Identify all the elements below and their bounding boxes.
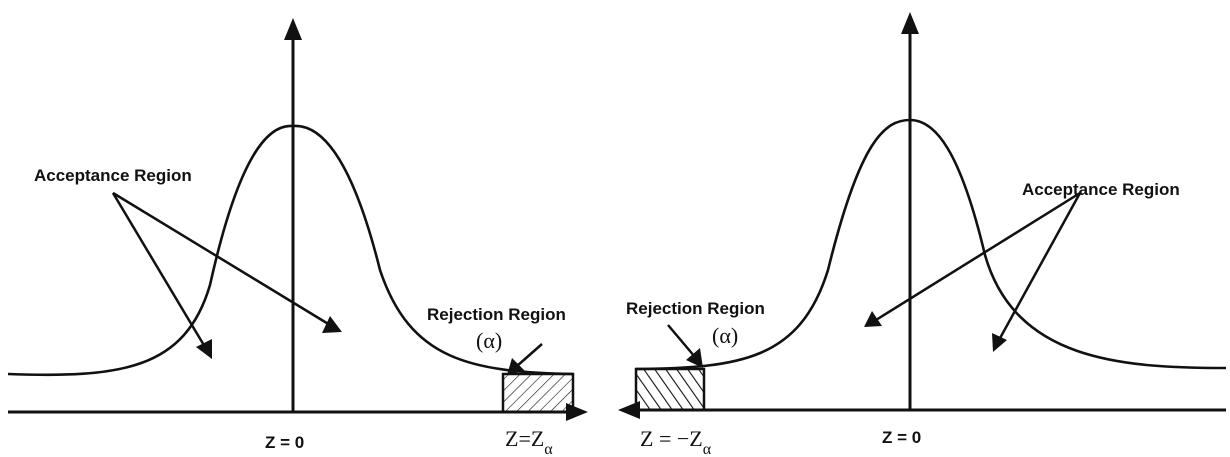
left-panel: Acceptance Region Rejection Region (α) Z… [7, 18, 588, 457]
left-alpha-label: (α) [476, 328, 502, 353]
right-critical-sub: α [703, 441, 712, 457]
right-acceptance-arrow-2 [997, 192, 1082, 341]
right-x-axis-arrowhead [618, 401, 640, 419]
left-y-axis-arrowhead [284, 18, 302, 40]
left-acceptance-arrowhead-2 [322, 316, 342, 333]
right-acceptance-arrowhead-2 [992, 333, 1007, 352]
left-critical-label: Z=Zα [505, 426, 553, 457]
left-acceptance-arrowhead-1 [196, 339, 212, 359]
left-acceptance-arrow-2 [112, 191, 331, 327]
right-acceptance-arrowhead-1 [864, 311, 882, 327]
right-critical-label: Z = −Zα [640, 426, 712, 457]
left-rejection-arrowhead [507, 358, 525, 375]
left-rejection-label: Rejection Region [427, 305, 566, 324]
right-alpha-label: (α) [712, 323, 738, 348]
right-rejection-arrow [667, 324, 696, 358]
left-rejection-region-shade [501, 372, 575, 414]
right-center-label: Z = 0 [882, 428, 921, 447]
left-acceptance-label: Acceptance Region [34, 166, 192, 185]
left-acceptance-arrow-1 [111, 192, 207, 348]
right-panel: Acceptance Region Rejection Region (α) Z… [618, 12, 1227, 457]
right-critical-z: Z = −Z [640, 426, 703, 451]
left-bell-curve [7, 124, 574, 377]
right-y-axis-arrowhead [901, 12, 919, 34]
left-critical-z: Z=Z [505, 426, 544, 451]
left-critical-sub: α [544, 441, 553, 457]
right-acceptance-label: Acceptance Region [1022, 180, 1180, 199]
left-rejection-arrow [516, 343, 543, 367]
right-acceptance-arrow-1 [875, 191, 1081, 322]
right-rejection-region-shade [634, 367, 706, 412]
left-center-label: Z = 0 [265, 433, 304, 452]
right-bell-curve [635, 118, 1227, 371]
right-rejection-label: Rejection Region [626, 299, 765, 318]
right-rejection-arrowhead [686, 348, 703, 368]
